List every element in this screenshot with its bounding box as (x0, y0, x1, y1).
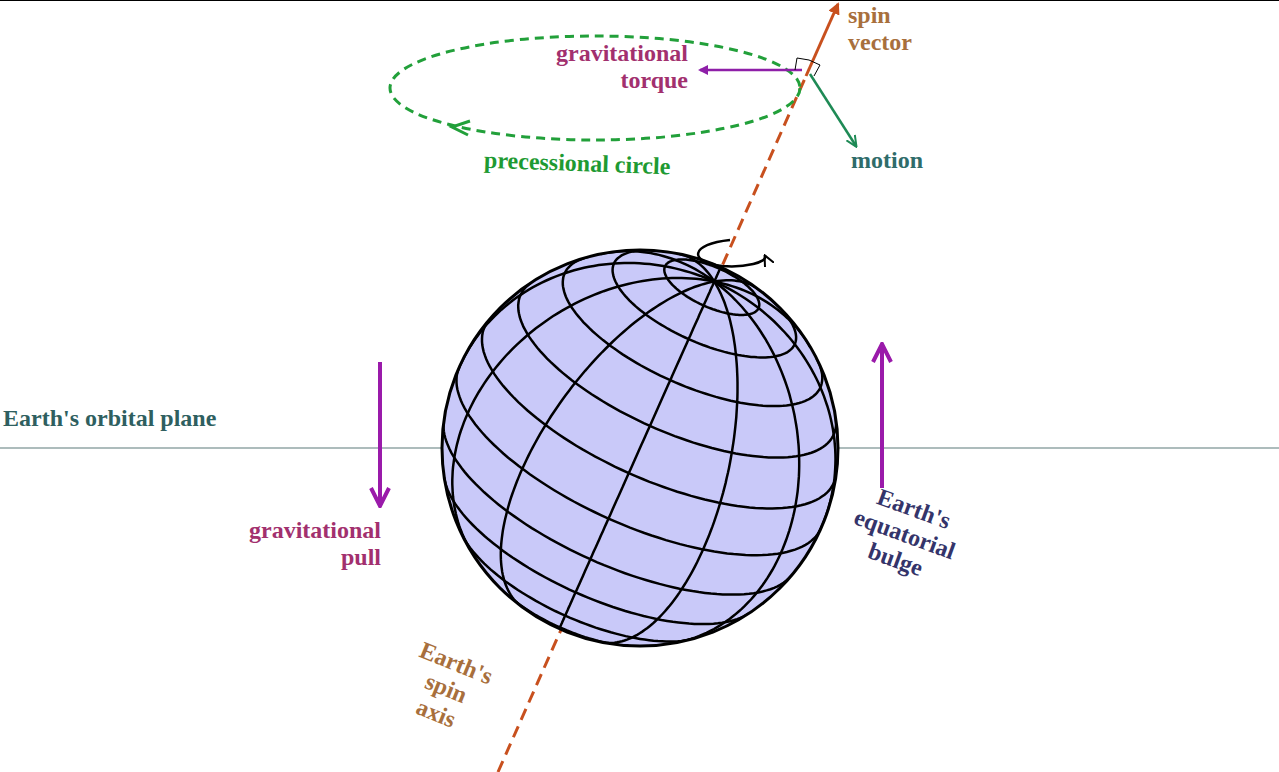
globe-grid (444, 250, 837, 645)
bulge-force-arrow (880, 348, 884, 488)
motion-arrow (810, 74, 856, 146)
spin-vector-label: spin vector (848, 2, 912, 56)
gravitational-pull-arrow (378, 362, 382, 502)
torque-arrow (700, 69, 802, 72)
torque-label: gravitational torque (556, 40, 688, 94)
spin-axis-label: Earth's spin axis (396, 637, 497, 741)
globe-grid-line (457, 263, 714, 372)
globe-grid-line (714, 267, 720, 281)
spin-vector-arrow (806, 4, 838, 76)
earth-globe (442, 250, 838, 646)
globe-grid-line (452, 278, 714, 556)
globe-grid-line (559, 282, 714, 629)
rotation-arrow (698, 240, 765, 266)
right-angle-mark (795, 58, 809, 70)
globe-outline (442, 250, 838, 646)
precession-ellipse (390, 36, 800, 140)
gravitational-pull-label: gravitational pull (249, 517, 381, 571)
orbital-plane-label: Earth's orbital plane (3, 405, 216, 432)
precession-arrowhead (452, 121, 470, 135)
spin-axis-line (715, 76, 806, 282)
motion-label: motion (851, 147, 923, 174)
top-rule (0, 0, 1279, 1)
precession-label: precessional circle (484, 147, 671, 180)
right-angle-mark (809, 60, 820, 76)
equatorial-bulge-label: Earth's equatorial bulge (841, 478, 968, 590)
globe-grid-line (714, 282, 835, 534)
